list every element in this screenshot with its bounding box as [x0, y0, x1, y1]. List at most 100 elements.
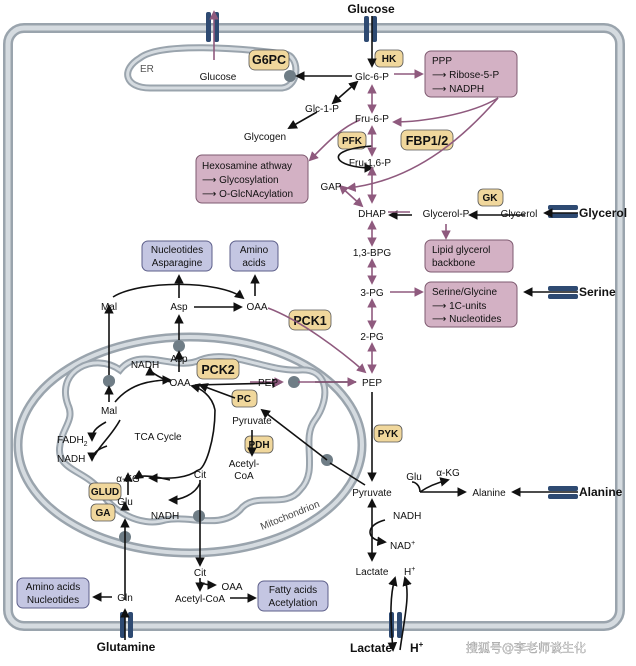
mitochondrion-membrane [13, 332, 367, 558]
svg-text:⟶ NADPH: ⟶ NADPH [432, 84, 484, 95]
label-acetyl-coa-mito-1: Acetyl- [229, 459, 260, 470]
label-pep-mito: PEP [258, 378, 278, 389]
enzyme-gk: GK [483, 193, 499, 204]
box-amino-acids: Amino acids [229, 240, 279, 272]
label-nadh-mito1: NADH [131, 360, 159, 371]
aa-nucleotides-text: Nucleotides [27, 595, 79, 606]
label-oaa-cyto: OAA [246, 302, 267, 313]
label-mal-cyto: Mal [101, 302, 117, 313]
svg-text:⟶ O-GlcNAcylation: ⟶ O-GlcNAcylation [202, 189, 293, 200]
transporter-glucose [364, 16, 377, 42]
label-glycerol-p: Glycerol-P [423, 209, 470, 220]
label-akg-mito: α-KG [116, 474, 140, 485]
svg-text:⟶ Nucleotides: ⟶ Nucleotides [432, 314, 501, 325]
transporter-glutamine [120, 612, 133, 638]
label-glycerol-in: Glycerol [501, 209, 538, 220]
label-akg-right: α-KG [436, 468, 460, 479]
label-alanine-out: Alanine [579, 485, 623, 499]
label-glucose-top: Glucose [347, 2, 395, 16]
lipid-line2: backbone [432, 258, 476, 269]
label-glycerol-out: Glycerol [579, 206, 627, 220]
label-fru6p: Fru-6-P [355, 114, 389, 125]
asparagine-text: Asparagine [152, 258, 203, 269]
box-hexosamine: Hexosamine athway ⟶ Glycosylation ⟶ O-Gl… [195, 154, 309, 204]
label-oaa-mito: OAA [169, 378, 190, 389]
box-ppp: PPP ⟶ Ribose-5-P ⟶ NADPH [424, 50, 518, 98]
hexosamine-oglcnac: O-GlcNAcylation [219, 189, 293, 200]
label-dhap: DHAP [358, 209, 386, 220]
cell-membrane [3, 23, 625, 631]
acids-text: acids [242, 258, 265, 269]
label-alanine-in: Alanine [472, 488, 506, 499]
enzyme-ga: GA [96, 508, 111, 519]
label-glc6p: Glc-6-P [355, 72, 389, 83]
svg-text:⟶ Glycosylation: ⟶ Glycosylation [202, 175, 279, 186]
label-acetyl-coa-cyto: Acetyl-CoA [175, 594, 225, 605]
box-lipid: Lipid glycerol backbone [424, 239, 514, 273]
box-serine-glycine: Serine/Glycine ⟶ 1C-units ⟶ Nucleotides [424, 281, 518, 328]
ppp-title: PPP [432, 56, 452, 67]
ppp-nadph: NADPH [449, 84, 484, 95]
arrow-icon: ⟶ [202, 175, 216, 186]
arrow-icon: ⟶ [432, 314, 446, 325]
label-cit-mito: Cit [194, 470, 206, 481]
arrow-icon: ⟶ [432, 301, 446, 312]
label-pyruvate-cyto: Pyruvate [352, 488, 392, 499]
label-fru16p: Fru-1,6-P [349, 158, 392, 169]
label-acetyl-coa-mito-2: CoA [234, 471, 254, 482]
enzyme-g6pc: G6PC [252, 53, 286, 67]
enzyme-glud: GLUD [91, 487, 119, 498]
label-hplus-in: H+ [404, 566, 415, 578]
arrow-icon: ⟶ [432, 84, 446, 95]
label-tca: TCA Cycle [134, 432, 182, 443]
nucleotides-text: Nucleotides [151, 245, 203, 256]
enzyme-pdh: PDH [248, 440, 269, 451]
label-gap: GAP [320, 182, 341, 193]
label-glutamine: Glutamine [97, 640, 156, 654]
enzyme-pc: PC [237, 394, 251, 405]
label-13bpg: 1,3-BPG [353, 248, 392, 259]
aa-text: Amino acids [26, 582, 80, 593]
fatty-acids-text: Fatty acids [269, 585, 317, 596]
enzyme-pfk: PFK [342, 136, 363, 147]
label-pyruvate-mito: Pyruvate [232, 416, 272, 427]
label-glu-right: Glu [406, 472, 422, 483]
transporter-glycerol [548, 205, 578, 218]
serine-1c: 1C-units [449, 301, 486, 312]
membrane-transporters [120, 12, 578, 638]
label-nadh-mito3: NADH [151, 511, 179, 522]
ppp-ribose: Ribose-5-P [449, 70, 499, 81]
label-lactate-out: Lactate [350, 641, 392, 655]
label-cit-cyto: Cit [194, 568, 206, 579]
enzyme-pck1: PCK1 [293, 314, 326, 328]
label-2pg: 2-PG [360, 332, 384, 343]
label-glc1p: Glc-1-P [305, 104, 339, 115]
transporter-alanine [548, 486, 578, 499]
label-glycogen: Glycogen [244, 132, 286, 143]
purple-arrows [209, 10, 499, 387]
label-asp-mito: Asp [170, 354, 188, 365]
box-aa-nucleotides: Amino acids Nucleotides [16, 577, 90, 609]
watermark: 搜狐号@李老师谈生化 [466, 640, 586, 655]
label-asp-cyto: Asp [170, 302, 188, 313]
transporter-serine [548, 286, 578, 299]
svg-text:⟶ 1C-units: ⟶ 1C-units [432, 301, 486, 312]
lipid-line1: Lipid glycerol [432, 245, 490, 256]
label-glucose-er: Glucose [200, 72, 237, 83]
label-hplus-out: H+ [410, 640, 424, 655]
arrow-icon: ⟶ [202, 189, 216, 200]
label-nadh-cyto: NADH [393, 511, 421, 522]
acetylation-text: Acetylation [269, 598, 318, 609]
box-fatty-acids: Fatty acids Acetylation [257, 580, 329, 612]
label-oaa-cyto2: OAA [221, 582, 242, 593]
label-lactate-in: Lactate [356, 567, 389, 578]
label-3pg: 3-PG [360, 288, 384, 299]
enzyme-pyk: PYK [378, 429, 399, 440]
label-nadh-mito2: NADH [57, 454, 85, 465]
er-membrane [124, 44, 300, 92]
label-gln: Gln [117, 593, 133, 604]
enzyme-pck2: PCK2 [201, 363, 234, 377]
serine-nucleotides: Nucleotides [449, 314, 501, 325]
label-pep-cyto: PEP [362, 378, 382, 389]
metabolite-labels: Glucose Glucose ER Glc-6-P Glc-1-P Glyco… [57, 2, 627, 655]
